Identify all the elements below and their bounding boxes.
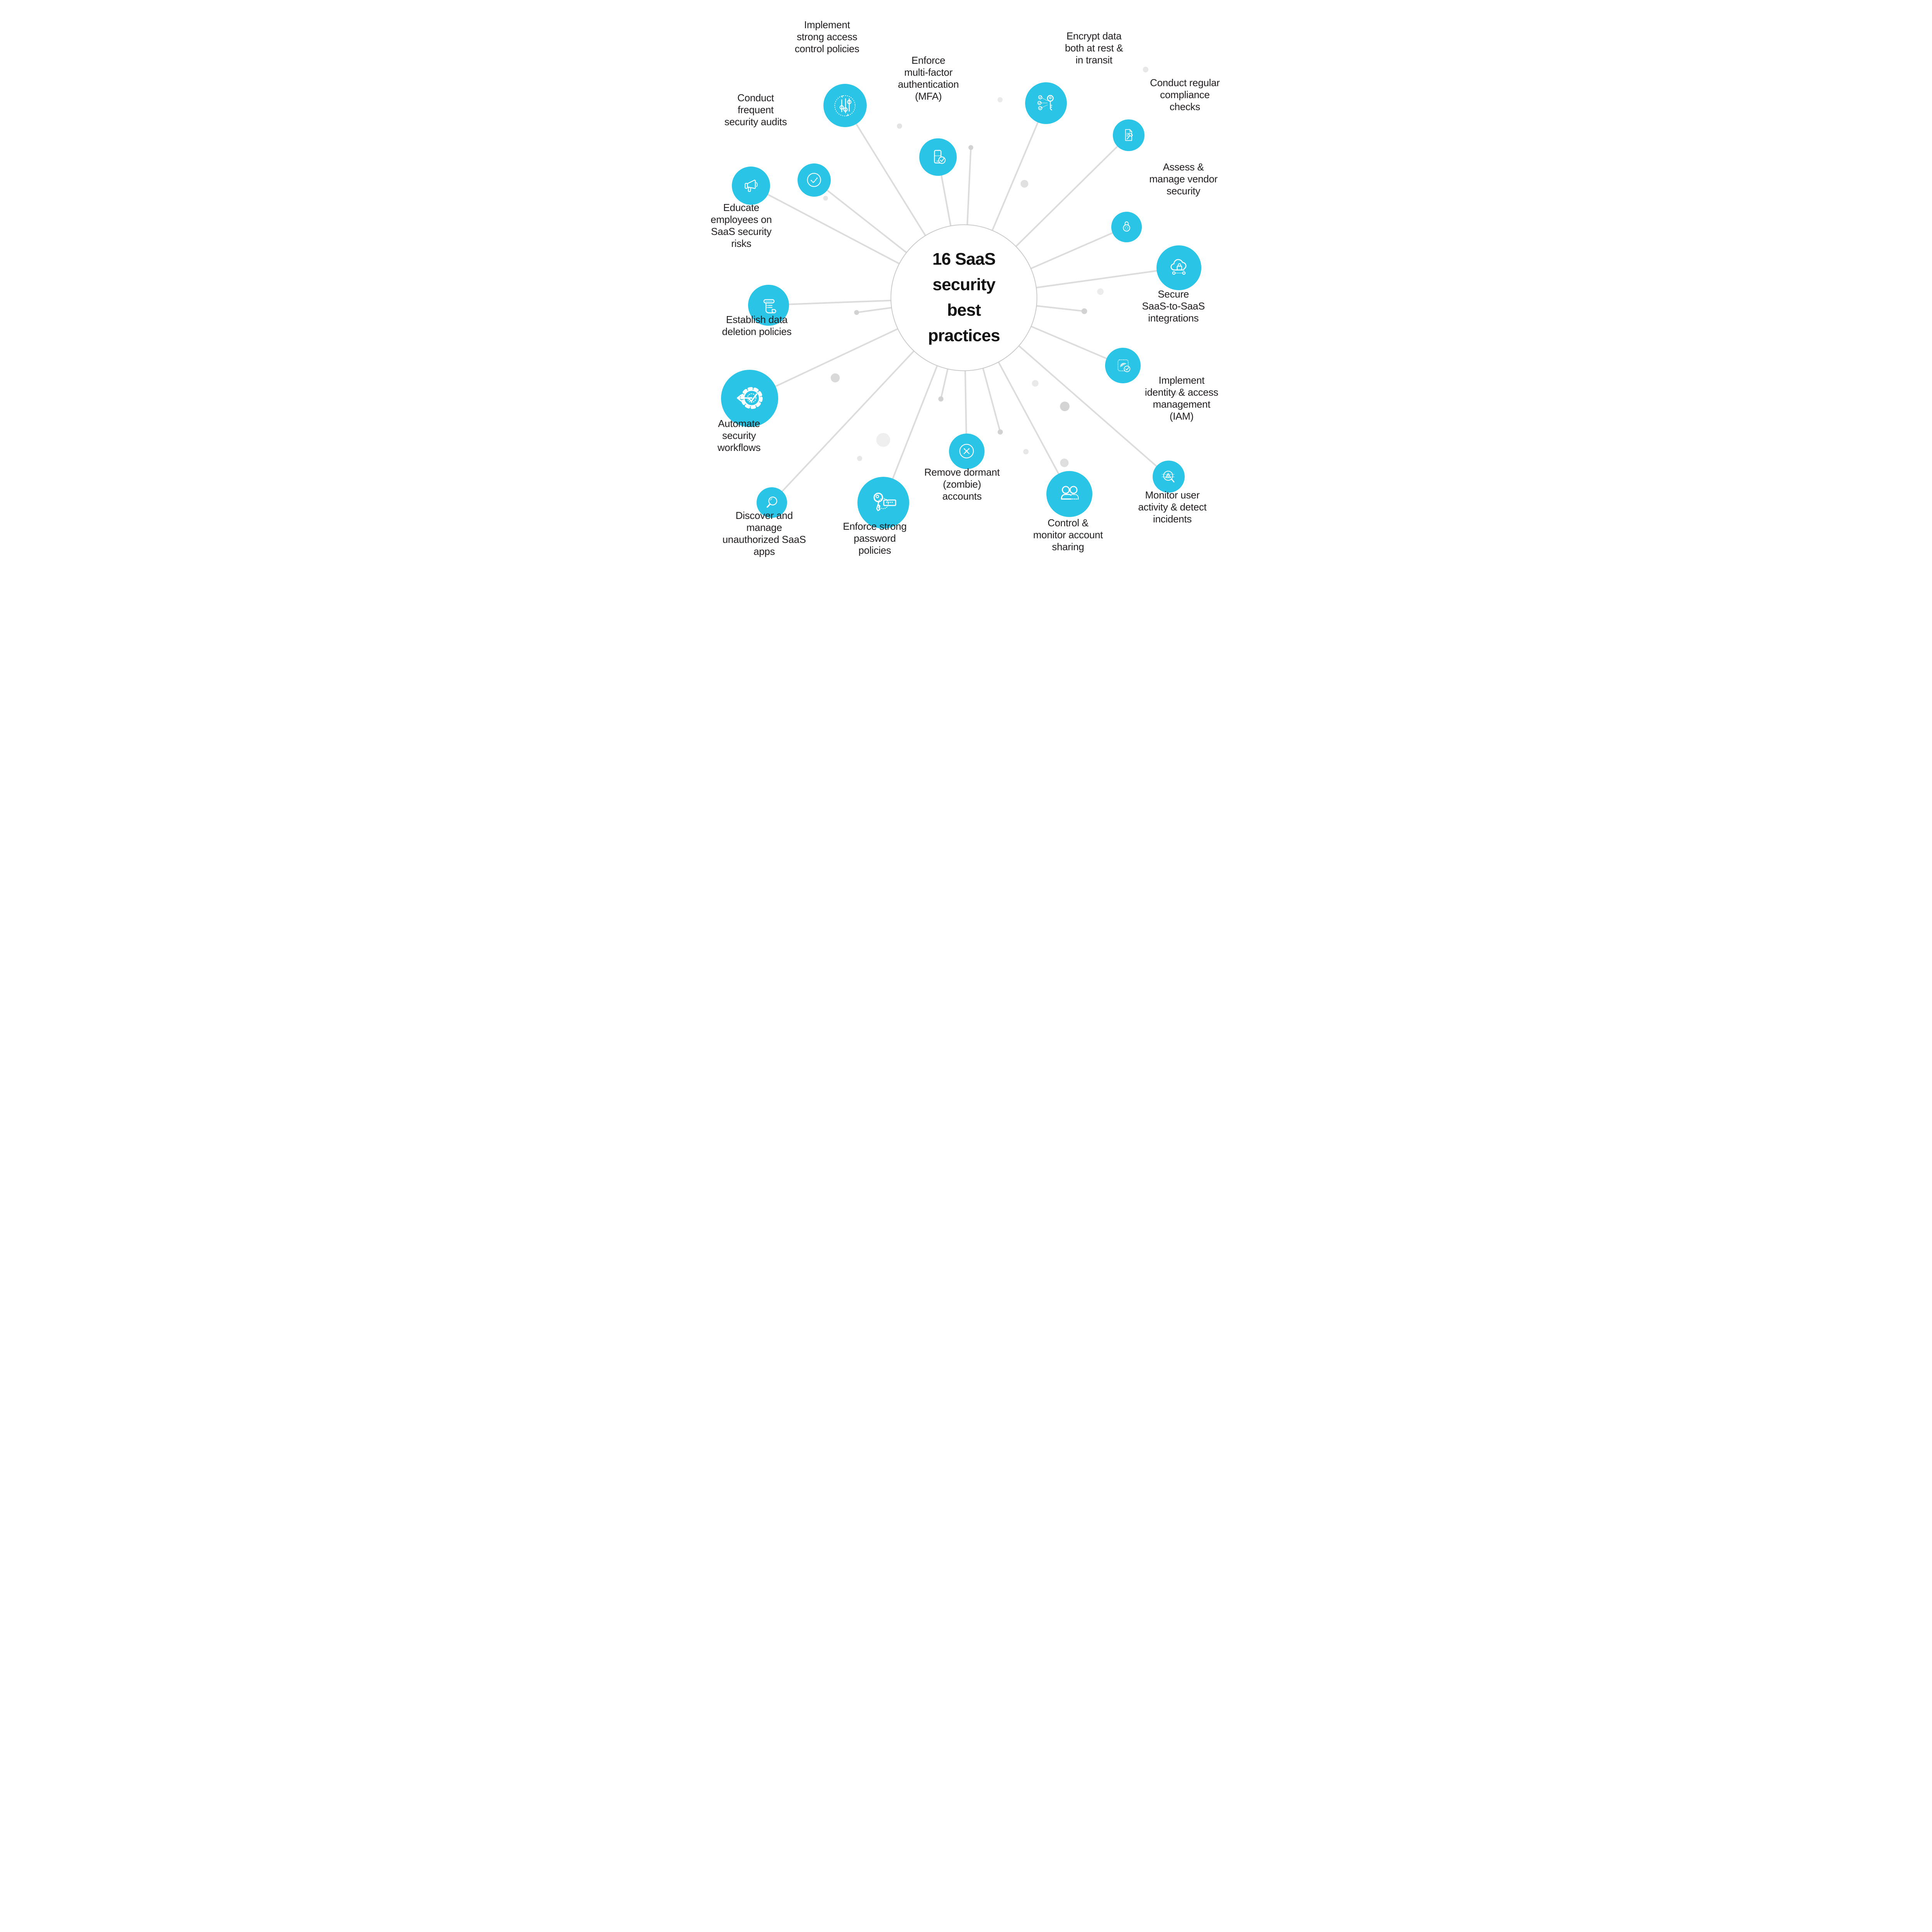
icon-circle-discover-apps [757,487,787,518]
label-automate-workflows: Automate security workflows [717,417,761,453]
label-zombie-accounts: Remove dormant (zombie) accounts [924,466,1000,502]
key-checklist-icon [1037,95,1054,111]
saas-security-infographic: 16 SaaS security best practices Implemen… [676,0,1256,585]
access-control-sliders-icon [834,95,855,116]
audit-check-icon [807,173,821,187]
icon-circle-mfa: ****** [919,138,957,176]
megaphone-icon [745,179,758,192]
icon-circle-vendor-security [1111,211,1142,242]
icon-circle-compliance-checks [1113,119,1145,151]
mfa-mask-text: ****** [935,156,941,158]
label-iam: Implement identity & access management (… [1145,374,1218,422]
icon-circle-account-sharing [1046,471,1093,517]
threat-magnifier-icon [1162,471,1175,483]
icon-circle-password-policies: **** [857,477,909,529]
label-encrypt-data: Encrypt data both at rest & in transit [1065,30,1123,66]
document-gavel-icon [1125,129,1133,141]
icon-circle-data-deletion [748,284,789,326]
icon-circle-educate-employees [732,166,770,205]
icon-circle-saas-integrations [1156,245,1202,290]
icon-circle-zombie-accounts [949,433,985,469]
label-password-policies: Enforce strong password policies [843,520,907,556]
label-saas-integrations: Secure SaaS-to-SaaS integrations [1142,288,1205,324]
key-password-icon: **** [873,492,896,511]
icon-circle-encrypt-data [1025,82,1067,124]
icon-circle-monitor-activity [1152,461,1185,493]
icon-circle-iam [1105,348,1141,383]
spokes-background [749,66,1180,504]
scroll-document-icon [763,299,776,313]
label-monitor-activity: Monitor user activity & detect incidents [1138,489,1207,525]
label-discover-apps: Discover and manage unauthorized SaaS ap… [722,509,806,557]
fingerprint-check-icon [1117,360,1130,372]
page-title: 16 SaaS security best practices [928,249,1000,345]
label-compliance-checks: Conduct regular compliance checks [1150,77,1220,112]
label-account-sharing: Control & monitor account sharing [1033,517,1103,553]
decorative-dots [823,66,1179,467]
icon-circle-access-control [823,84,867,128]
round-padlock-icon [1123,221,1130,231]
label-educate-employees: Educate employees on SaaS security risks [711,201,772,249]
icon-circle-security-audits [797,163,831,197]
gear-check-arrow-icon [737,387,763,409]
dashed-x-circle-icon [959,444,974,459]
label-access-control: Implement strong access control policies [794,19,859,55]
label-security-audits: Conduct frequent security audits [724,92,787,128]
icon-circle-automate-workflows [721,370,779,427]
label-data-deletion: Establish data deletion policies [722,313,792,337]
password-mask-text: **** [886,501,893,505]
phone-check-icon: ****** [934,150,946,164]
center-circle [890,224,1037,371]
cloud-lock-icon [1170,259,1187,275]
magnifier-icon [767,496,777,508]
label-mfa: Enforce multi-factor authentication (MFA… [898,54,959,102]
shared-accounts-icon [1061,486,1079,500]
label-vendor-security: Assess & manage vendor security [1149,161,1218,197]
